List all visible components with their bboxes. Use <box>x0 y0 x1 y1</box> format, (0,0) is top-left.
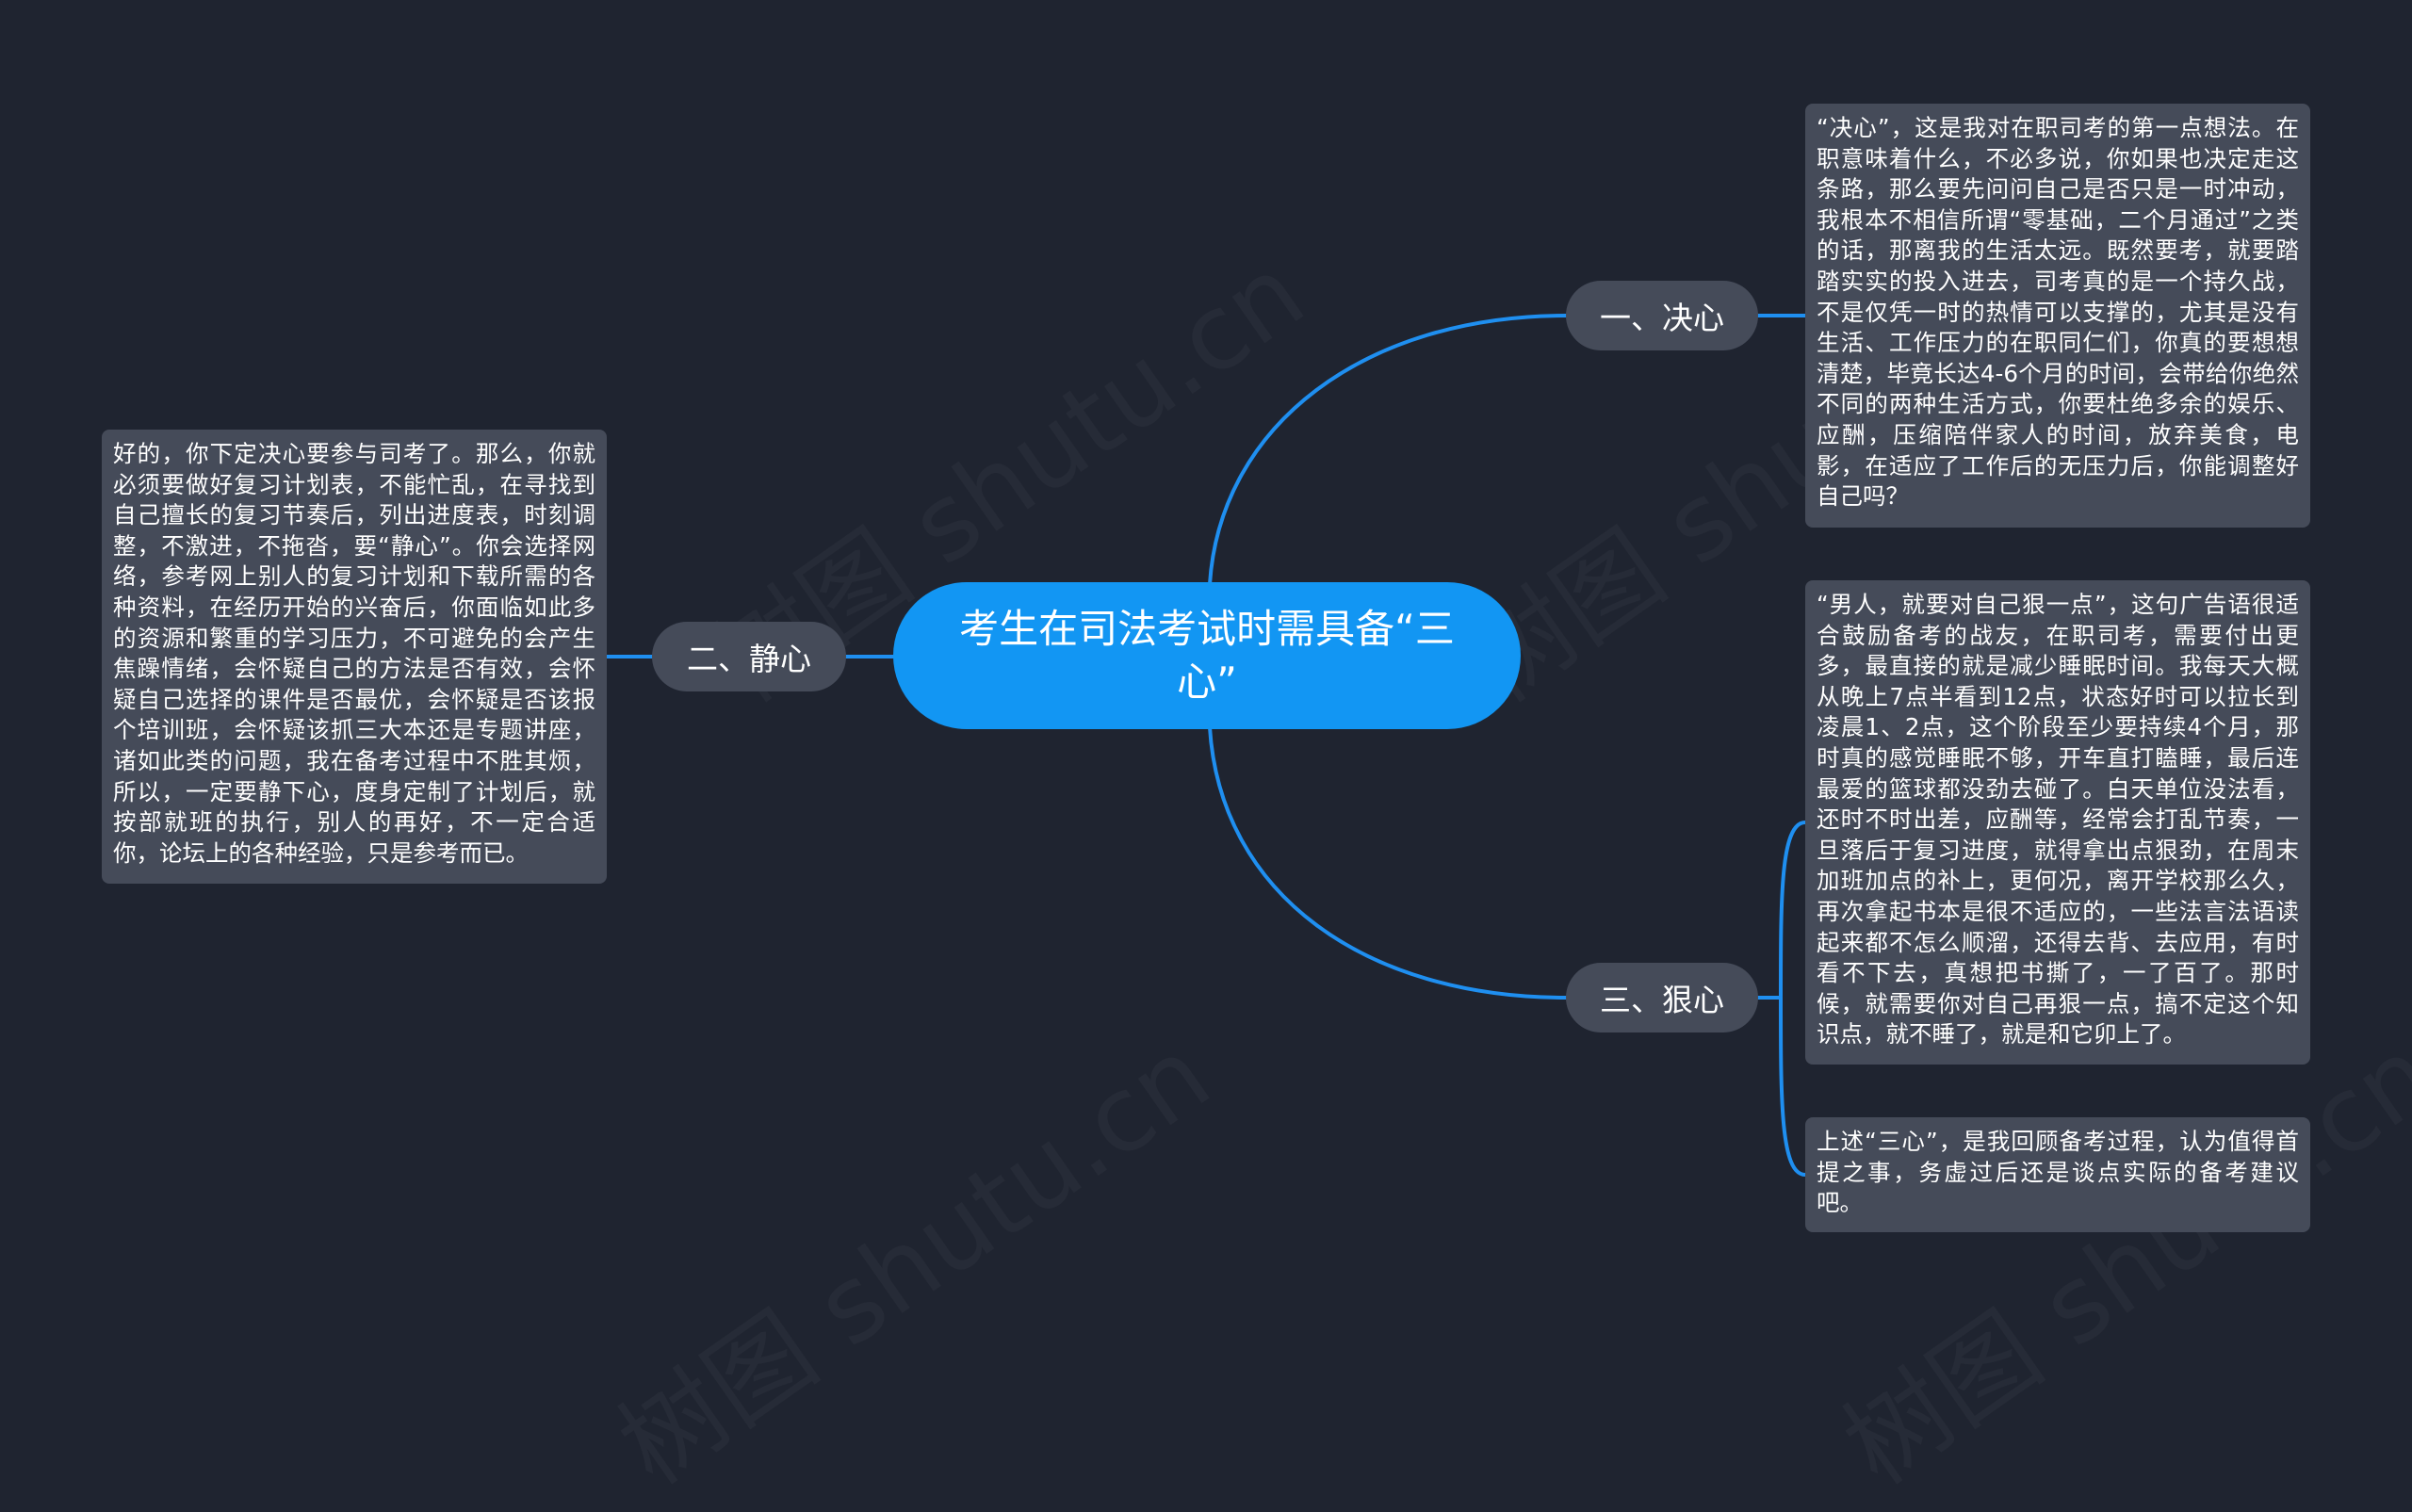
branch-node-ruthless[interactable]: 三、狠心 <box>1566 963 1758 1032</box>
note-text: “男人，就要对自己狠一点”，这句广告语很适合鼓励备考的战友，在职司考，需要付出更… <box>1817 591 2299 1049</box>
branch-label: 三、狠心 <box>1600 982 1724 1018</box>
note-calm[interactable]: 好的，你下定决心要参与司考了。那么，你就必须要做好复习计划表，不能忙乱，在寻找到… <box>102 430 607 884</box>
connector-central-to-branch-1 <box>1208 314 1568 586</box>
branch-node-resolve[interactable]: 一、决心 <box>1566 281 1758 350</box>
central-topic[interactable]: 考生在司法考试时需具备“三心” <box>893 582 1521 729</box>
note-ruthless[interactable]: “男人，就要对自己狠一点”，这句广告语很适合鼓励备考的战友，在职司考，需要付出更… <box>1805 580 2310 1065</box>
connector-branch-3-to-note-b <box>1779 996 1807 1177</box>
branch-node-calm[interactable]: 二、静心 <box>652 622 846 691</box>
central-topic-label: 考生在司法考试时需具备“三心” <box>959 606 1455 705</box>
note-summary[interactable]: 上述“三心”，是我回顾备考过程，认为值得首提之事，务虚过后还是谈点实际的备考建议… <box>1805 1117 2310 1232</box>
note-text: 上述“三心”，是我回顾备考过程，认为值得首提之事，务虚过后还是谈点实际的备考建议… <box>1817 1128 2299 1217</box>
connector-central-to-branch-3 <box>1208 725 1568 1000</box>
branch-label: 二、静心 <box>687 641 811 677</box>
note-text: 好的，你下定决心要参与司考了。那么，你就必须要做好复习计划表，不能忙乱，在寻找到… <box>113 440 595 867</box>
connector-layer <box>605 314 1807 1177</box>
mindmap-canvas: 树图 shutu.cn 树图 shutu.cn 树图 shutu.cn 树图 s… <box>102 104 2310 1232</box>
connector-branch-3-to-note-a <box>1779 821 1807 1000</box>
branch-label: 一、决心 <box>1600 300 1724 336</box>
note-text: “决心”，这是我对在职司考的第一点想法。在职意味着什么，不必多说，你如果也决定走… <box>1817 114 2299 511</box>
note-resolve[interactable]: “决心”，这是我对在职司考的第一点想法。在职意味着什么，不必多说，你如果也决定走… <box>1805 104 2310 528</box>
